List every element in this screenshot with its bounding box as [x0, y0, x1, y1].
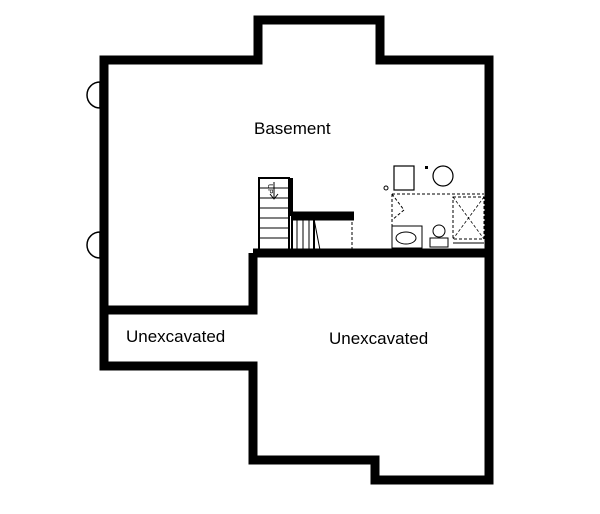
stair-opening-dashed — [320, 218, 353, 250]
toilet-tank — [429, 237, 449, 248]
floor-drain — [383, 185, 389, 191]
furnace — [393, 165, 415, 191]
equipment-dot — [425, 166, 428, 169]
room-label-basement: Basement — [254, 119, 331, 138]
room-label-unexcavated-small: Unexcavated — [126, 327, 225, 346]
toilet-bowl — [432, 224, 446, 238]
shower-stall — [452, 196, 485, 240]
room-label-unexcavated-large: Unexcavated — [329, 329, 428, 348]
bathroom-area — [391, 193, 485, 250]
staircase: UP — [258, 177, 321, 251]
stair-up-label: UP — [266, 184, 273, 194]
water-heater — [432, 165, 454, 187]
window-south — [86, 231, 101, 259]
bathroom-partition-dashed — [391, 193, 484, 250]
vanity-sink — [391, 225, 423, 249]
exterior-wall — [99, 15, 494, 485]
window-north — [86, 81, 101, 109]
interior-wall-west-unexcavated — [104, 253, 258, 315]
